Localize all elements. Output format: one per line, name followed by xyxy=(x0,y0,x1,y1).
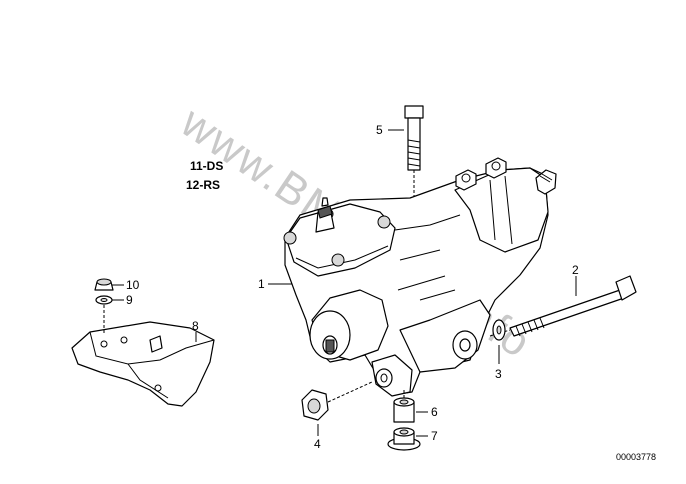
callout-4: 4 xyxy=(314,437,321,451)
long-bolt-part-2[interactable] xyxy=(489,275,637,337)
callout-5: 5 xyxy=(376,123,383,137)
washer-part-9[interactable] xyxy=(95,295,113,305)
variant-code-ds: 11-DS xyxy=(190,159,223,173)
nut-part-10[interactable] xyxy=(94,278,114,291)
bushing-part-6[interactable] xyxy=(393,390,415,423)
callout-3: 3 xyxy=(495,367,502,381)
bolt-part-5[interactable] xyxy=(404,105,424,205)
drawing-number: 00003778 xyxy=(616,452,656,462)
callout-9: 9 xyxy=(126,293,133,307)
steering-gear-part-1[interactable] xyxy=(283,157,557,397)
variant-code-rs: 12-RS xyxy=(186,178,220,192)
callout-2: 2 xyxy=(572,263,579,277)
callout-10: 10 xyxy=(126,278,140,292)
nut-part-4[interactable] xyxy=(301,381,373,421)
callout-1: 1 xyxy=(258,277,265,291)
callout-6: 6 xyxy=(431,405,438,419)
flange-nut-part-7[interactable] xyxy=(387,427,421,451)
callout-8: 8 xyxy=(192,319,199,333)
callout-7: 7 xyxy=(431,429,438,443)
washer-part-3[interactable] xyxy=(492,319,506,341)
callout-leaders xyxy=(112,129,577,437)
bracket-part-8[interactable] xyxy=(71,300,215,407)
